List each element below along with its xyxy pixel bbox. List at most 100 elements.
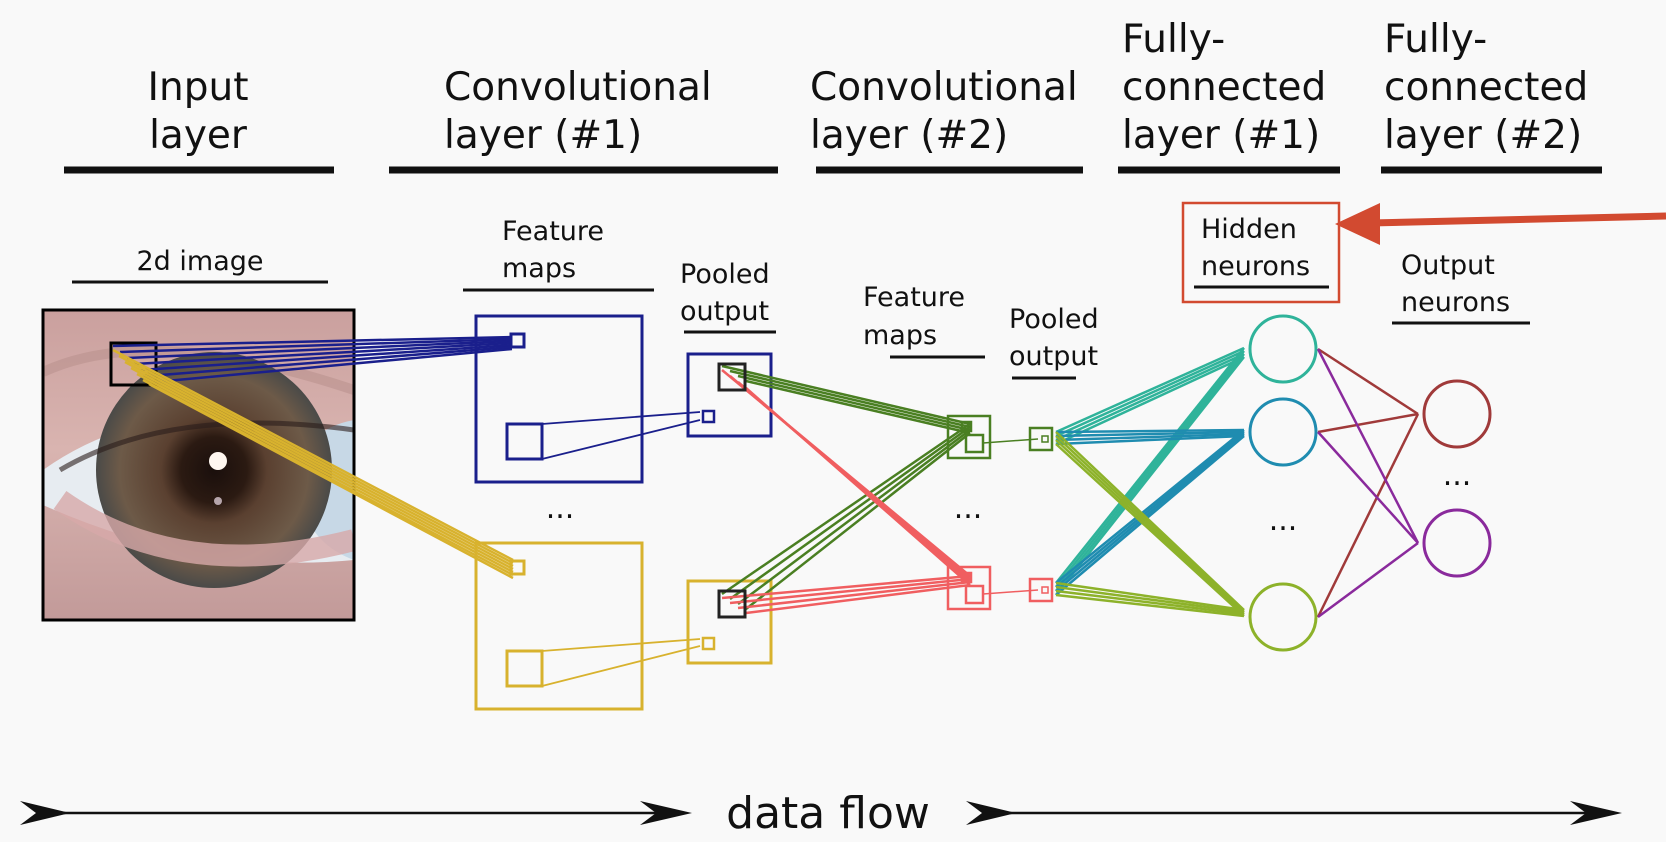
pooled-output-2-green <box>982 426 1054 452</box>
label-hidden-line1: Hidden <box>1201 214 1297 245</box>
label-output-neurons: Output neurons <box>1392 250 1530 325</box>
data-flow-arrow-left-head <box>640 801 692 825</box>
conv2-green-pool-window <box>964 433 985 454</box>
conv1-gold-pool-link-top <box>541 638 701 652</box>
label-hidden-neurons: Hidden neurons <box>1181 201 1341 304</box>
data-flow-arrow-right-head <box>1570 801 1622 825</box>
connections-hidden-to-output-purple <box>1316 348 1420 619</box>
header-fc1-line3: layer (#1) <box>1122 113 1320 158</box>
connections-input-to-conv1-navy <box>112 335 513 384</box>
pooled-2-green-unit <box>1041 435 1049 443</box>
connections-pooled2-to-hidden-teal <box>1055 346 1245 596</box>
header-input-line2: layer <box>149 113 248 158</box>
conv1-ellipsis: ... <box>546 491 575 526</box>
header-conv1-line2: layer (#1) <box>444 113 642 158</box>
connections-pooled1-to-conv2-green <box>721 364 971 610</box>
conv2-green-unit <box>960 420 973 433</box>
label-pooled-1-line2: output <box>680 296 769 327</box>
header-fc-layer-1: Fully- connected layer (#1) <box>1118 17 1340 174</box>
pooled-output-2-salmon <box>982 577 1054 603</box>
output-neuron-2 <box>1422 508 1492 578</box>
data-flow-label: data flow <box>726 788 930 839</box>
pooled-1-navy-unit <box>701 409 716 424</box>
label-2d-image: 2d image <box>72 246 328 284</box>
input-image-frame <box>41 308 356 622</box>
pooled-2-salmon-unit <box>1041 586 1049 594</box>
label-pooled-output-1: Pooled output <box>680 259 776 334</box>
pooled-2-green-link <box>982 438 1039 444</box>
hidden-neurons-highlight-box <box>1181 201 1341 304</box>
label-pooled-output-2: Pooled output <box>1009 304 1099 380</box>
label-feature-maps-2-line1: Feature <box>863 282 965 313</box>
header-fc2-line2: connected <box>1384 65 1588 110</box>
data-flow-arrow: data flow <box>20 788 1622 839</box>
label-output-line2: neurons <box>1401 287 1510 318</box>
pooled-1-gold-frame <box>686 579 773 665</box>
hidden-neuron-2 <box>1248 397 1318 467</box>
conv2-green-frame <box>946 414 992 460</box>
pooled-1-gold-window <box>717 589 747 619</box>
label-feature-maps-2: Feature maps <box>863 282 985 359</box>
label-feature-maps-1: Feature maps <box>463 216 654 292</box>
conv1-feature-map-gold <box>474 541 701 711</box>
label-pooled-2-line2: output <box>1009 341 1098 372</box>
pooled-1-navy-window <box>717 362 747 392</box>
connections-input-to-conv1-gold <box>112 348 514 580</box>
output-neuron-1 <box>1422 379 1492 449</box>
header-conv1-line1: Convolutional <box>444 65 712 110</box>
conv2-ellipsis: ... <box>954 491 983 526</box>
pooled-output-1-gold <box>686 579 773 665</box>
label-2d-image-text: 2d image <box>137 246 264 277</box>
hidden-neuron-3 <box>1248 582 1318 652</box>
pooled-2-salmon-link <box>982 589 1039 595</box>
hidden-ellipsis: ... <box>1269 503 1298 538</box>
header-conv2-line2: layer (#2) <box>810 113 1008 158</box>
header-conv-layer-2: Convolutional layer (#2) <box>810 65 1083 174</box>
conv1-feature-map-navy-frame <box>474 314 644 484</box>
conv1-navy-pool-link-bottom <box>541 419 701 460</box>
connections-pooled2-to-hidden-cyan <box>1055 428 1245 596</box>
header-fc2-line3: layer (#2) <box>1384 113 1582 158</box>
header-fc2-line1: Fully- <box>1384 17 1487 62</box>
pointer-arrow <box>1335 203 1666 245</box>
label-output-line1: Output <box>1401 250 1495 281</box>
header-fc1-line2: connected <box>1122 65 1326 110</box>
conv1-feature-map-gold-frame <box>474 541 644 711</box>
connections-hidden-to-output-maroon <box>1316 347 1420 618</box>
conv1-feature-map-navy <box>474 314 701 484</box>
conv2-salmon-pool-window <box>964 584 985 605</box>
label-pooled-2-line1: Pooled <box>1009 304 1099 335</box>
output-ellipsis: ... <box>1443 458 1472 493</box>
pooled-1-gold-unit <box>701 636 716 651</box>
label-pooled-1-line1: Pooled <box>680 259 770 290</box>
label-feature-maps-1-line1: Feature <box>502 216 604 247</box>
header-fc-layer-2: Fully- connected layer (#2) <box>1381 17 1602 174</box>
header-conv2-line1: Convolutional <box>810 65 1078 110</box>
connections-pooled2-to-hidden-lime <box>1055 431 1245 618</box>
pooled-1-navy-frame <box>686 352 773 438</box>
conv1-navy-pool-window <box>505 422 544 461</box>
conv1-gold-focus-unit <box>509 559 526 576</box>
hidden-neuron-1 <box>1248 314 1318 384</box>
header-input-line1: Input <box>148 65 249 110</box>
conv2-feature-map-salmon <box>946 565 992 611</box>
header-fc1-line1: Fully- <box>1122 17 1225 62</box>
pooled-output-1-navy <box>686 352 773 438</box>
conv2-salmon-unit <box>960 571 973 584</box>
conv1-gold-pool-link-bottom <box>541 645 701 687</box>
header-input-layer: Input layer <box>64 65 334 174</box>
data-flow-arrow-left-tail <box>20 801 70 825</box>
pointer-arrow-head <box>1335 203 1380 245</box>
connections-pooled1-to-conv2-salmon <box>721 369 971 615</box>
conv2-salmon-frame <box>946 565 992 611</box>
conv1-navy-pool-link-top <box>541 411 701 425</box>
label-feature-maps-2-line2: maps <box>863 320 937 351</box>
pointer-arrow-shaft <box>1369 212 1666 227</box>
conv2-feature-map-green <box>946 414 992 460</box>
conv1-navy-focus-unit <box>509 332 526 349</box>
label-feature-maps-1-line2: maps <box>502 253 576 284</box>
label-hidden-line2: neurons <box>1201 251 1310 282</box>
conv1-gold-pool-window <box>505 649 544 688</box>
header-conv-layer-1: Convolutional layer (#1) <box>389 65 778 174</box>
